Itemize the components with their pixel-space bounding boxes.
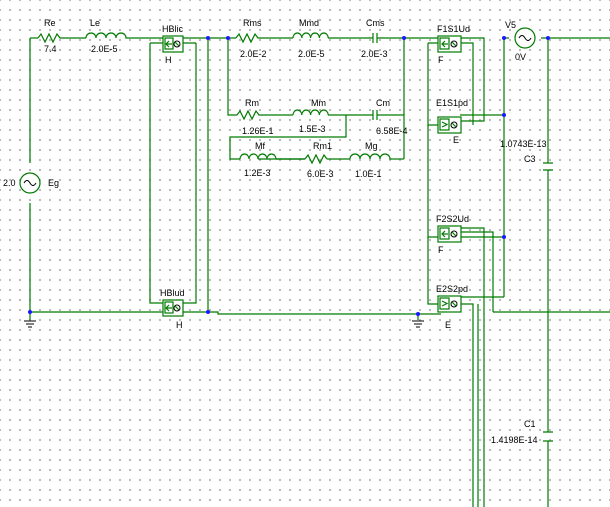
inductor-mg-name: Mg [365,141,378,151]
block-hblud-name: HBlud [160,288,185,298]
capacitor-c3-name: C3 [524,154,536,164]
capacitor-cm-name: Cm [376,98,390,108]
inductor-le-name: Le [90,18,100,28]
inductor-mmd[interactable]: Mmd 2.0E-5 [292,18,329,59]
block-e2s2pd[interactable]: E2S2pd E [436,284,468,330]
resistor-rms-name: Rms [243,18,262,28]
capacitor-cm-value: 6.58E-4 [376,126,408,136]
resistor-rm[interactable]: Rm 1.26E-1 [236,98,274,136]
block-hblud-port: H [176,320,183,330]
inductor-mf[interactable]: Mf 1.2E-3 [239,141,277,178]
block-hblud[interactable]: HBlud H [160,288,185,330]
resistor-rm1-name: Rm1 [313,141,332,151]
capacitor-c3[interactable]: 1.0743E-13 C3 [500,139,553,171]
resistor-rm1-value: 6.0E-3 [307,169,334,179]
resistor-re[interactable]: Re 7.4 [37,18,62,54]
resistor-rms-value: 2.0E-2 [240,49,267,59]
voltage-source-v5[interactable]: V5 0V [505,20,536,62]
block-hblic[interactable]: HBlic H [162,24,184,65]
capacitor-c1[interactable]: C1 1.4198E-14 [491,419,553,445]
voltage-source-v5-name: V5 [505,20,516,30]
capacitor-c1-value: 1.4198E-14 [491,435,538,445]
ground-symbol-left [24,320,36,328]
block-e1s1pd-name: E1S1pd [436,98,468,108]
block-hblic-name: HBlic [162,24,184,34]
block-f2s2ud[interactable]: F2S2Ud F [436,214,469,255]
voltage-source-eg[interactable]: 2.0 Eg [3,172,59,194]
capacitor-cms-name: Cms [366,18,385,28]
resistor-rms[interactable]: Rms 2.0E-2 [235,18,267,59]
inductor-mm-name: Mm [311,98,326,108]
block-f2s2ud-port: F [438,245,444,255]
capacitor-cms-value: 2.0E-3 [361,49,388,59]
inductor-mm-value: 1.5E-3 [299,124,326,134]
block-f2s2ud-name: F2S2Ud [436,214,469,224]
resistor-rm-name: Rm [245,98,259,108]
resistor-rm1[interactable]: Rm1 6.0E-3 [304,141,334,179]
block-hblic-port: H [165,55,172,65]
capacitor-cm[interactable]: Cm 6.58E-4 [370,98,408,136]
capacitor-cms[interactable]: Cms 2.0E-3 [361,18,388,59]
inductor-le[interactable]: Le 2.0E-5 [85,18,128,54]
inductor-mmd-value: 2.0E-5 [298,49,325,59]
voltage-source-v5-value: 0V [515,52,526,62]
resistor-re-value: 7.4 [44,44,57,54]
resistor-re-name: Re [44,18,56,28]
inductor-le-value: 2.0E-5 [91,44,118,54]
inductor-mmd-name: Mmd [299,18,319,28]
block-f1s1ud-port: F [438,55,444,65]
voltage-source-eg-value: 2.0 [3,178,16,188]
inductor-mg[interactable]: Mg 1.0E-1 [349,141,392,179]
block-e1s1pd-port: E [453,135,459,145]
block-e1s1pd[interactable]: E1S1pd E [436,98,468,145]
inductor-mf-name: Mf [255,141,265,151]
inductor-mf-value: 1.2E-3 [244,168,271,178]
block-e2s2pd-name: E2S2pd [436,284,468,294]
capacitor-c1-name: C1 [524,419,536,429]
inductor-mm[interactable]: Mm 1.5E-3 [292,98,329,134]
junction-dots [28,36,550,316]
block-f1s1ud[interactable]: F1S1Ud F [437,24,470,65]
block-e2s2pd-port: E [445,320,451,330]
voltage-source-eg-name: Eg [48,178,59,188]
ground-symbol-right [412,320,424,328]
block-f1s1ud-name: F1S1Ud [437,24,470,34]
capacitor-c3-value: 1.0743E-13 [500,139,547,149]
inductor-mg-value: 1.0E-1 [355,169,382,179]
resistor-rm-value: 1.26E-1 [242,126,274,136]
